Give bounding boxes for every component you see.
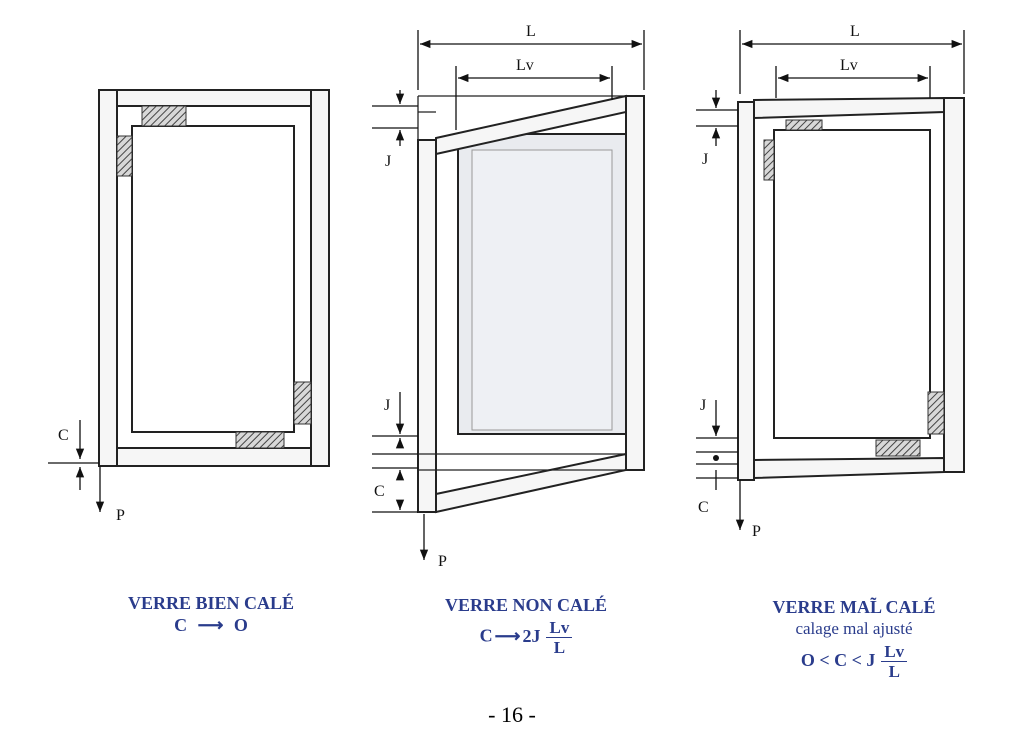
setting-block-right [293,381,312,425]
glass-pane [131,125,295,433]
label-j-bottom-3: J [700,397,706,414]
formula-c: C [479,625,493,646]
formula-coef: 2J [522,625,541,646]
bottom-rail [753,456,945,480]
formula-inequality: O < C < J [800,649,876,670]
setting-block-left [116,135,133,177]
arrow-icon: ⟶ [197,615,224,635]
fraction-numerator: Lv [881,642,908,662]
dim-lines-3 [696,30,965,530]
label-p-1: P [116,507,125,524]
top-rail [435,94,627,156]
diagram-bien-cale [98,89,330,467]
setting-block-right [927,391,945,435]
bottom-rail [435,452,627,514]
left-stile [417,139,437,513]
setting-block-bottom [235,431,285,449]
diagram-non-cale [417,94,645,514]
fraction-numerator: Lv [546,618,573,638]
diagram-mal-cale [737,96,965,481]
formula-o: O [233,615,248,635]
right-stile [625,95,645,471]
dim-c-1 [48,420,105,512]
label-l-3: L [850,23,860,40]
fraction-denominator: L [888,662,900,681]
caption-title: VERRE NON CALÉ [444,595,608,615]
label-lv-3: Lv [840,57,858,74]
right-stile [943,97,965,473]
top-rail [753,96,945,120]
setting-block-top [785,119,823,131]
caption-title: VERRE MAL̃ CALÉ [772,597,936,617]
label-c-3: C [698,499,709,516]
fraction-denominator: L [553,638,566,657]
glass-pane [773,129,931,439]
label-j-top-3: J [702,151,708,168]
caption-subtitle: calage mal ajusté [795,619,913,638]
label-c-2: C [374,483,385,500]
caption-mal-cale: VERRE MAL̃ CALÉ calage mal ajusté O < C … [738,596,970,681]
caption-formula: C ⟶ O [98,614,324,636]
label-l-2: L [526,23,536,40]
arrow-icon: ⟶ [494,625,521,646]
label-p-2: P [438,553,447,570]
formula-c: C [174,615,188,635]
label-c-1: C [58,427,69,444]
label-j-top-2: J [385,153,391,170]
label-p-3: P [752,523,761,540]
dim-lines-2 [372,30,645,560]
label-lv-2: Lv [516,57,534,74]
left-stile [737,101,755,481]
caption-bien-cale: VERRE BIEN CALÉ C ⟶ O [98,592,324,636]
label-j-bottom-2: J [384,397,390,414]
setting-block-bottom [875,439,921,457]
caption-title: VERRE BIEN CALÉ [127,593,295,613]
setting-block-top [141,105,187,127]
page-number: - 16 - [488,702,536,727]
setting-block-left [763,139,775,181]
dim-dot [713,455,719,461]
